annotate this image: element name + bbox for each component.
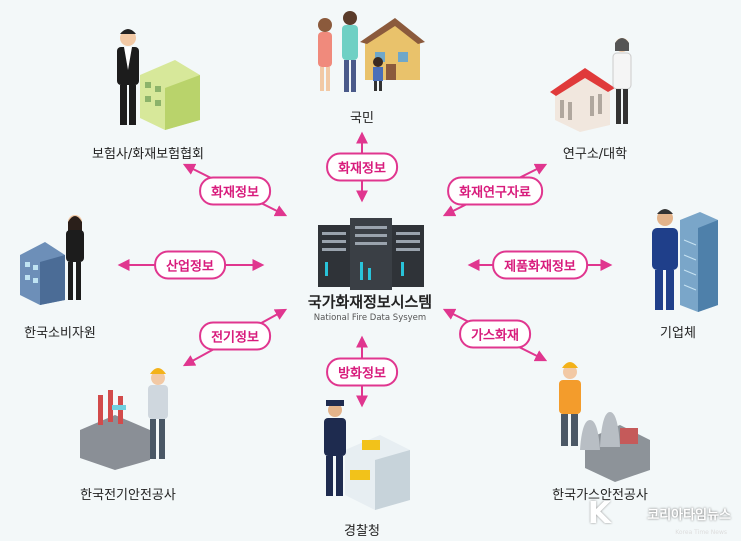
flow-label-top-left: 화재정보 — [199, 176, 271, 206]
flow-label-bottom: 방화정보 — [326, 357, 398, 387]
center-system-subtitle: National Fire Data Sysyem — [313, 313, 427, 323]
flow-label-bottom-right: 가스화재 — [459, 319, 531, 349]
node-citizens: 국민 — [350, 111, 374, 126]
flow-label-bottom-left: 전기정보 — [199, 321, 271, 351]
businessman-building-icon — [117, 29, 200, 130]
node-enterprise: 기업체 — [660, 326, 696, 341]
flow-label-left: 산업정보 — [154, 250, 226, 280]
server-rack-icon — [318, 218, 424, 290]
node-gas-safety: 한국가스안전공사 — [552, 488, 648, 503]
gas-plant-worker-icon — [559, 362, 650, 482]
flow-label-top: 화재정보 — [326, 152, 398, 182]
flow-label-top-right: 화재연구자료 — [447, 176, 543, 206]
family-house-icon — [318, 11, 425, 92]
watermark-brand: 코리아타임뉴스 — [647, 508, 731, 523]
node-police: 경찰청 — [344, 524, 380, 539]
consumer-agency-icon — [20, 215, 84, 305]
electrician-factory-icon — [80, 368, 168, 470]
watermark-logo-icon: K — [587, 496, 611, 531]
node-research: 연구소/대학 — [562, 147, 628, 162]
watermark-sub: Korea Time News — [675, 529, 727, 536]
university-building-icon — [550, 38, 632, 132]
flow-label-right: 제품화재정보 — [492, 250, 588, 280]
node-insurance: 보험사/화재보험협회 — [91, 147, 205, 162]
node-electric-safety: 한국전기안전공사 — [80, 488, 176, 503]
worker-office-tower-icon — [652, 209, 718, 312]
node-consumer-agency: 한국소비자원 — [24, 326, 96, 341]
police-officer-station-icon — [324, 400, 410, 510]
center-system-title: 국가화재정보시스템 — [307, 293, 433, 311]
